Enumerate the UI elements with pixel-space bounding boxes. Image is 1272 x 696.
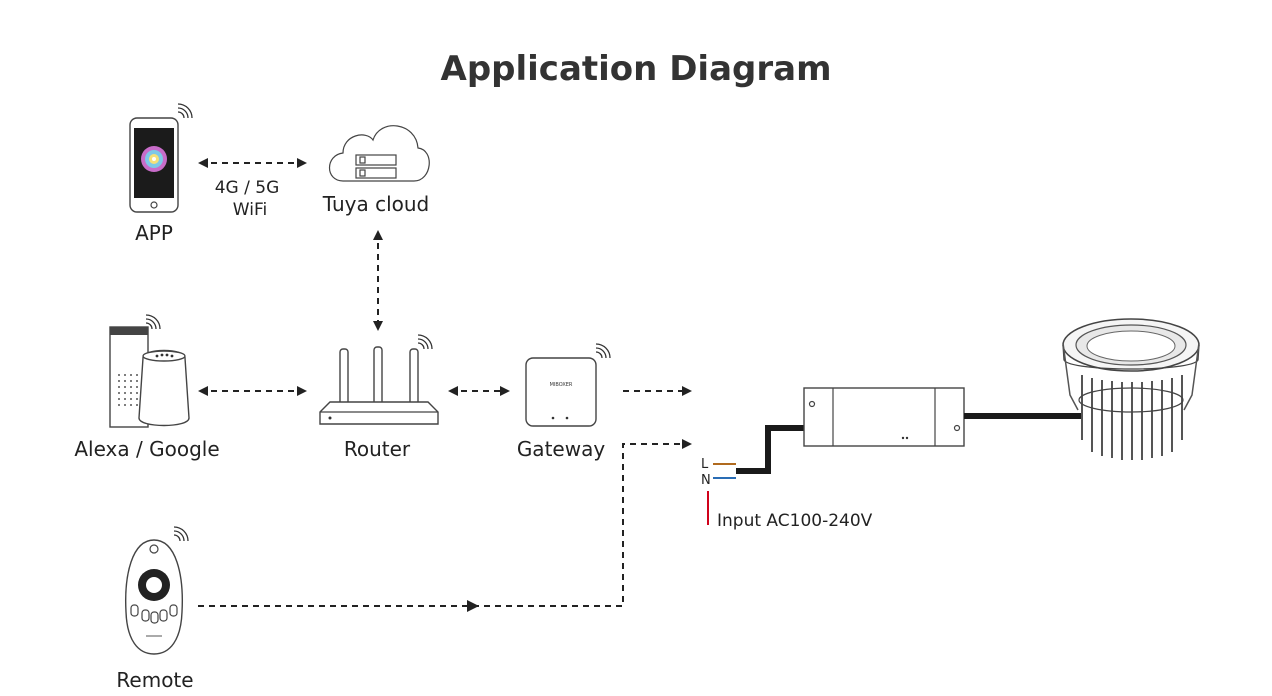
live-terminal-label: L (701, 457, 709, 472)
gateway-label: Gateway (517, 437, 606, 461)
router-icon (319, 334, 439, 425)
router-label: Router (344, 437, 411, 461)
gateway-brand: MIBOXER (550, 382, 573, 388)
gateway-icon: MIBOXER (525, 343, 611, 427)
smart-speaker-icon (109, 314, 190, 428)
neutral-terminal-label: N (701, 473, 711, 488)
remote-link-arrowhead (467, 600, 479, 612)
diagram-title: Application Diagram (441, 49, 832, 89)
mains-wires (713, 425, 804, 479)
link-label-network: 4G / 5G (215, 178, 280, 198)
remote-driver-link (198, 439, 692, 607)
led-driver-icon (803, 387, 965, 447)
cloud-icon (328, 125, 430, 182)
input-voltage-label: Input AC100-240V (717, 511, 873, 531)
downlight-icon (1062, 318, 1200, 460)
phone-icon (129, 103, 193, 213)
app-label: APP (135, 221, 173, 245)
link-label-wifi: WiFi (233, 200, 267, 220)
remote-label: Remote (116, 668, 193, 692)
cloud-label: Tuya cloud (322, 192, 429, 216)
remote-icon (125, 526, 189, 655)
voice-assistant-label: Alexa / Google (74, 437, 219, 461)
